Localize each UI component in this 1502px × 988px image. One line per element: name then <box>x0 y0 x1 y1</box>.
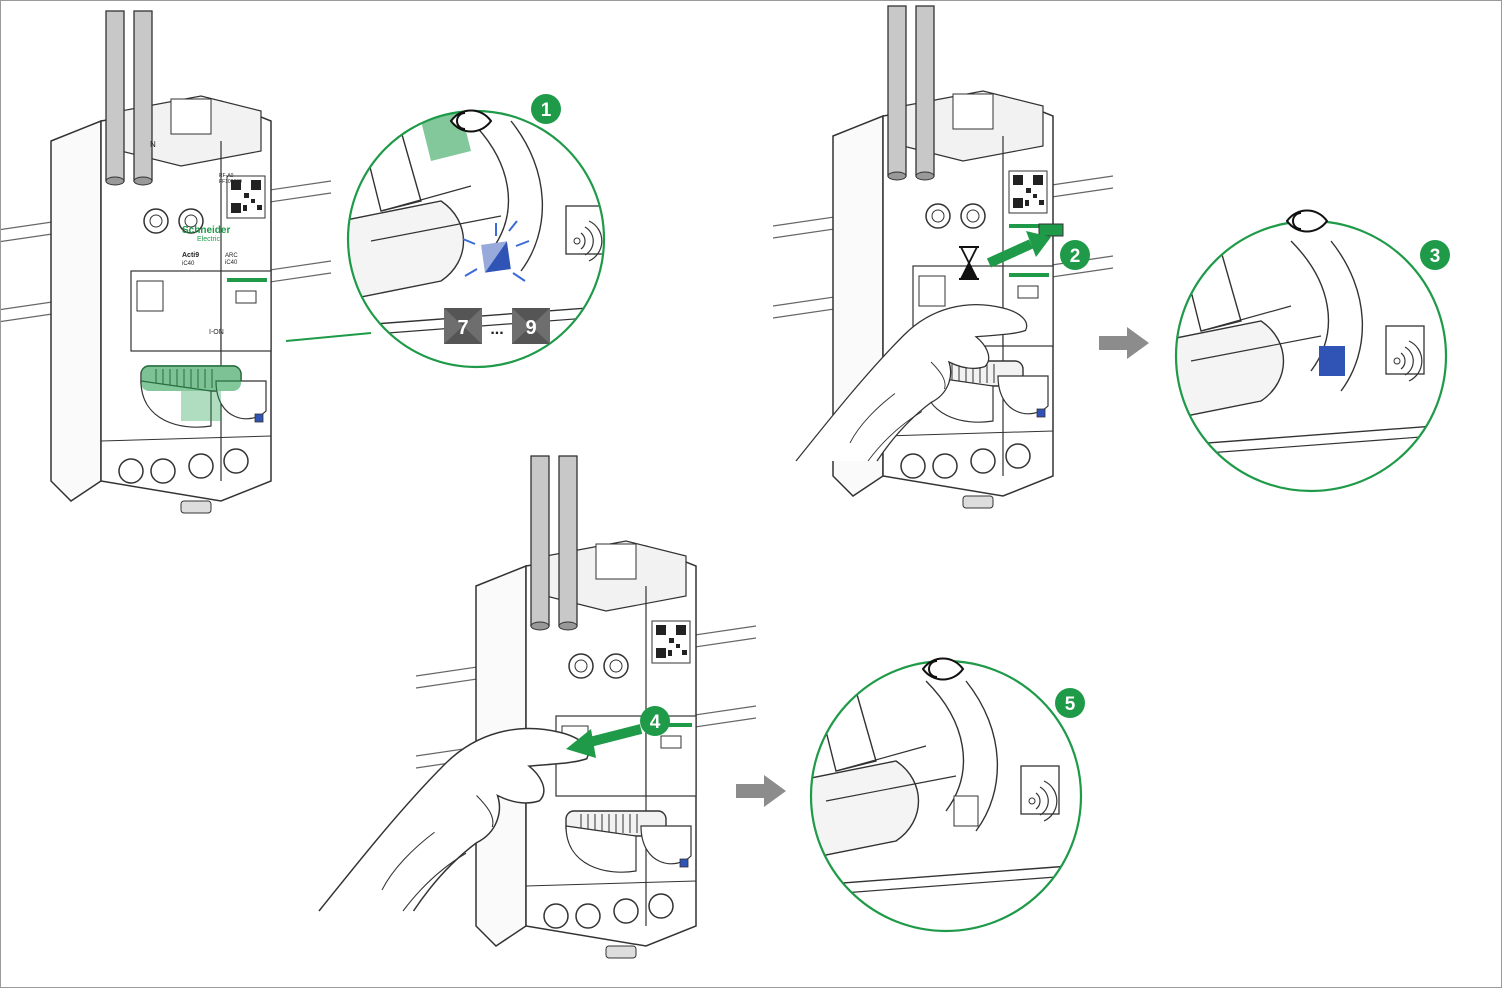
breaker-step-2 <box>772 5 1114 509</box>
svg-text:2: 2 <box>1070 246 1081 267</box>
brand-sub-label: Electric <box>197 236 220 243</box>
zoom-detail-5 <box>809 659 1083 933</box>
svg-text:1: 1 <box>541 100 552 121</box>
step-2-badge: 2 <box>1060 240 1090 270</box>
eye-icon <box>450 109 492 133</box>
eye-icon <box>922 657 964 681</box>
zoom-detail-1: 7 ... 9 <box>346 109 606 369</box>
blink-count-to: 9 <box>525 317 536 339</box>
svg-text:3: 3 <box>1430 246 1441 267</box>
arrow-right-icon <box>736 775 786 807</box>
step-1-badge: 1 <box>531 94 561 124</box>
serial-line-1: RF-A0 <box>219 173 234 179</box>
zoom-detail-3 <box>1174 219 1448 493</box>
range-label: Acti9 <box>182 252 199 259</box>
arc-model-label: iC40 <box>225 260 238 266</box>
eye-icon <box>1286 209 1328 233</box>
serial-line-2: FF100000 <box>219 179 242 185</box>
neutral-label: N <box>150 140 156 149</box>
pull-arrow-icon <box>566 724 643 758</box>
step-4-badge: 4 <box>640 706 670 736</box>
arc-label: ARC <box>225 253 238 259</box>
svg-text:4: 4 <box>650 712 661 733</box>
test-button[interactable] <box>1038 223 1064 237</box>
step-3-badge: 3 <box>1420 240 1450 270</box>
step-5-badge: 5 <box>1055 688 1085 718</box>
blink-count-from: 7 <box>457 317 468 339</box>
blinking-indicator <box>462 220 530 282</box>
breaker-step-4 <box>415 455 757 959</box>
push-arrow-icon <box>986 231 1051 268</box>
brand-label: Schneider <box>182 225 230 236</box>
breaker-step-1 <box>1 10 332 514</box>
svg-text:5: 5 <box>1065 694 1076 715</box>
blink-counter: 7 ... 9 <box>444 308 550 344</box>
blink-ellipsis: ... <box>490 321 503 338</box>
hourglass-icon <box>959 246 979 280</box>
arrow-right-icon <box>1099 327 1149 359</box>
model-label: iC40 <box>182 261 195 267</box>
on-label: I-ON <box>209 329 224 336</box>
